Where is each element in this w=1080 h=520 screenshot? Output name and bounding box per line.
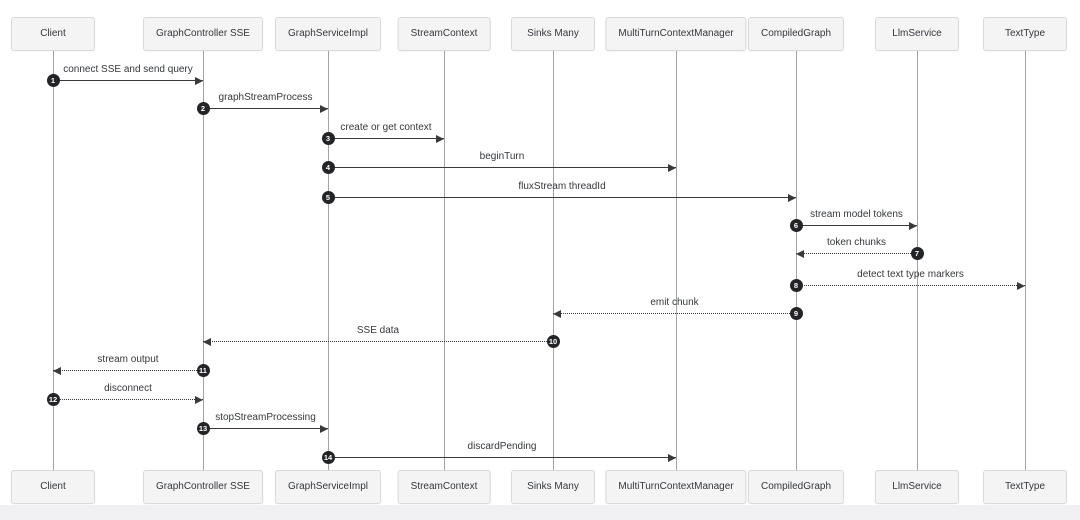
arrowhead-left-icon [53, 366, 61, 375]
sequence-number-badge: 11 [196, 363, 210, 377]
arrowhead-right-icon [320, 424, 328, 433]
actor-sinks-many-bottom: Sinks Many [511, 470, 595, 504]
sequence-number-badge: 2 [196, 101, 210, 115]
message-line-13 [203, 428, 328, 429]
message-label-7: token chunks [827, 237, 886, 248]
actor-texttype-bottom: TextType [983, 470, 1067, 504]
message-label-3: create or get context [340, 122, 432, 133]
lifeline-texttype [1025, 51, 1026, 470]
actor-texttype-top: TextType [983, 17, 1067, 51]
actor-graphserviceimpl-bottom: GraphServiceImpl [274, 470, 382, 504]
arrowhead-left-icon [203, 337, 211, 346]
sequence-number-badge: 6 [789, 218, 803, 232]
arrowhead-right-icon [668, 163, 676, 172]
sequence-number-badge: 9 [789, 306, 803, 320]
lifeline-compiledgraph [796, 51, 797, 470]
message-line-5 [328, 197, 796, 198]
sequence-number-badge: 8 [789, 278, 803, 292]
sequence-number-badge: 14 [321, 450, 335, 464]
message-label-6: stream model tokens [810, 209, 903, 220]
actor-graphcontroller-sse-bottom: GraphController SSE [143, 470, 263, 504]
actor-graphcontroller-sse-top: GraphController SSE [143, 17, 263, 51]
arrowhead-right-icon [436, 134, 444, 143]
message-line-10 [203, 341, 553, 342]
sequence-number-badge: 13 [196, 421, 210, 435]
actor-multiturncontextmanager-top: MultiTurnContextManager [605, 17, 747, 51]
actor-streamcontext-top: StreamContext [397, 17, 491, 51]
footer-strip [0, 505, 1080, 520]
message-line-8 [796, 285, 1025, 286]
message-line-9 [553, 313, 796, 314]
actor-graphserviceimpl-top: GraphServiceImpl [274, 17, 382, 51]
arrowhead-left-icon [553, 309, 561, 318]
actor-streamcontext-bottom: StreamContext [397, 470, 491, 504]
arrowhead-right-icon [788, 193, 796, 202]
arrowhead-right-icon [668, 453, 676, 462]
message-line-1 [53, 80, 203, 81]
sequence-number-badge: 4 [321, 160, 335, 174]
sequence-number-badge: 10 [546, 334, 560, 348]
message-label-10: SSE data [356, 325, 400, 336]
message-label-4: beginTurn [479, 151, 525, 162]
lifeline-streamcontext [444, 51, 445, 470]
message-label-9: emit chunk [650, 297, 699, 308]
lifeline-graphcontroller-sse [203, 51, 204, 470]
lifeline-multiturncontextmanager [676, 51, 677, 470]
sequence-number-badge: 3 [321, 131, 335, 145]
message-label-2: graphStreamProcess [218, 92, 313, 103]
message-label-1: connect SSE and send query [63, 64, 193, 75]
actor-client-bottom: Client [11, 470, 95, 504]
sequence-number-badge: 1 [46, 73, 60, 87]
message-line-12 [53, 399, 203, 400]
lifeline-graphserviceimpl [328, 51, 329, 470]
message-line-2 [203, 108, 328, 109]
arrowhead-right-icon [1017, 281, 1025, 290]
arrowhead-right-icon [195, 395, 203, 404]
message-label-13: stopStreamProcessing [215, 412, 316, 423]
arrowhead-right-icon [195, 76, 203, 85]
arrowhead-right-icon [909, 221, 917, 230]
actor-llmservice-top: LlmService [875, 17, 959, 51]
message-label-12: disconnect [104, 383, 152, 394]
arrowhead-left-icon [796, 249, 804, 258]
actor-llmservice-bottom: LlmService [875, 470, 959, 504]
actor-compiledgraph-bottom: CompiledGraph [747, 470, 845, 504]
message-line-11 [53, 370, 203, 371]
actor-compiledgraph-top: CompiledGraph [747, 17, 845, 51]
actor-sinks-many-top: Sinks Many [511, 17, 595, 51]
actor-multiturncontextmanager-bottom: MultiTurnContextManager [605, 470, 747, 504]
message-line-4 [328, 167, 676, 168]
arrowhead-right-icon [320, 104, 328, 113]
message-label-5: fluxStream threadId [518, 181, 606, 192]
message-line-6 [796, 225, 917, 226]
message-line-14 [328, 457, 676, 458]
message-label-8: detect text type markers [857, 269, 964, 280]
sequence-number-badge: 12 [46, 392, 60, 406]
message-label-14: discardPending [467, 441, 537, 452]
message-line-7 [796, 253, 917, 254]
message-label-11: stream output [97, 354, 159, 365]
lifeline-llmservice [917, 51, 918, 470]
sequence-number-badge: 5 [321, 190, 335, 204]
lifeline-sinks-many [553, 51, 554, 470]
message-line-3 [328, 138, 444, 139]
sequence-number-badge: 7 [910, 246, 924, 260]
actor-client-top: Client [11, 17, 95, 51]
lifeline-client [53, 51, 54, 470]
